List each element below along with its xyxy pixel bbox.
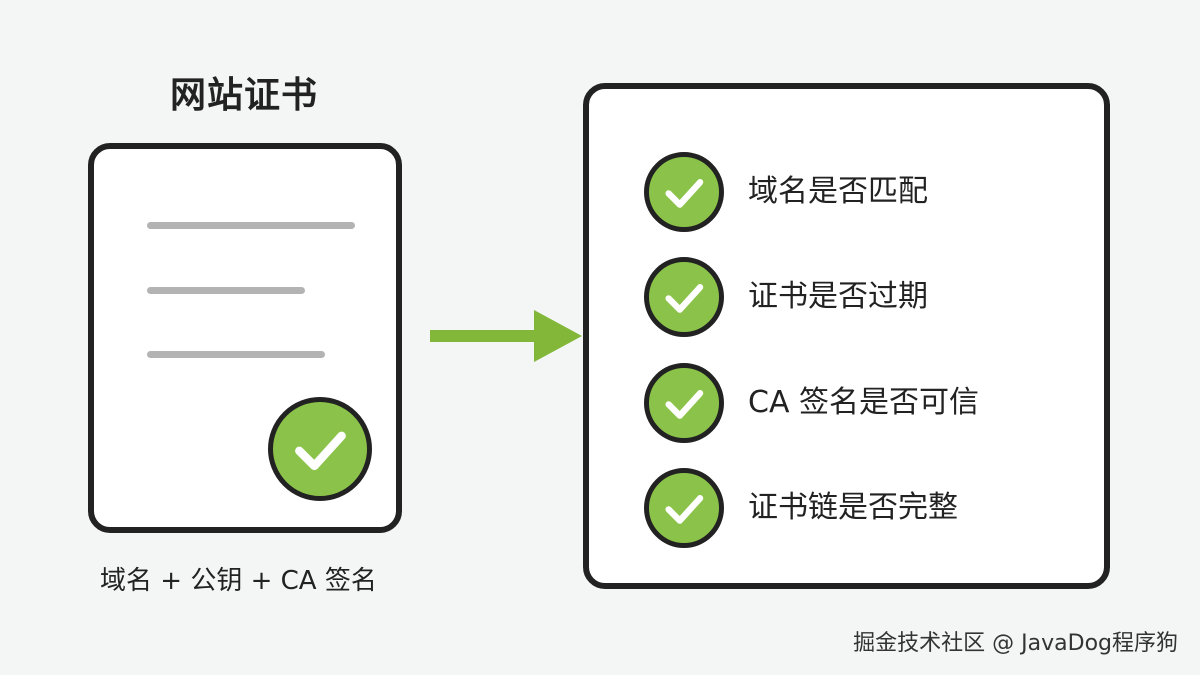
watermark: 掘金技术社区 @ JavaDog程序狗 [853, 631, 1178, 656]
check-icon [644, 152, 724, 232]
check-icon [644, 468, 724, 548]
placeholder-line [147, 351, 325, 358]
check-icon [644, 363, 724, 443]
check-label: 证书链是否完整 [748, 490, 958, 525]
check-icon [644, 257, 724, 337]
certificate-caption: 域名 + 公钥 + CA 签名 [100, 566, 377, 596]
placeholder-line [147, 222, 355, 229]
certificate-title: 网站证书 [170, 75, 319, 116]
check-label: CA 签名是否可信 [748, 385, 980, 420]
verification-checklist: 域名是否匹配 证书是否过期 CA 签名是否可信 证书链是否完整 [583, 83, 1110, 589]
placeholder-line [147, 287, 305, 294]
check-label: 证书是否过期 [748, 279, 928, 314]
certificate-card [88, 143, 402, 533]
arrow-right-icon [430, 310, 582, 362]
check-label: 域名是否匹配 [748, 174, 928, 209]
check-icon [268, 397, 372, 501]
